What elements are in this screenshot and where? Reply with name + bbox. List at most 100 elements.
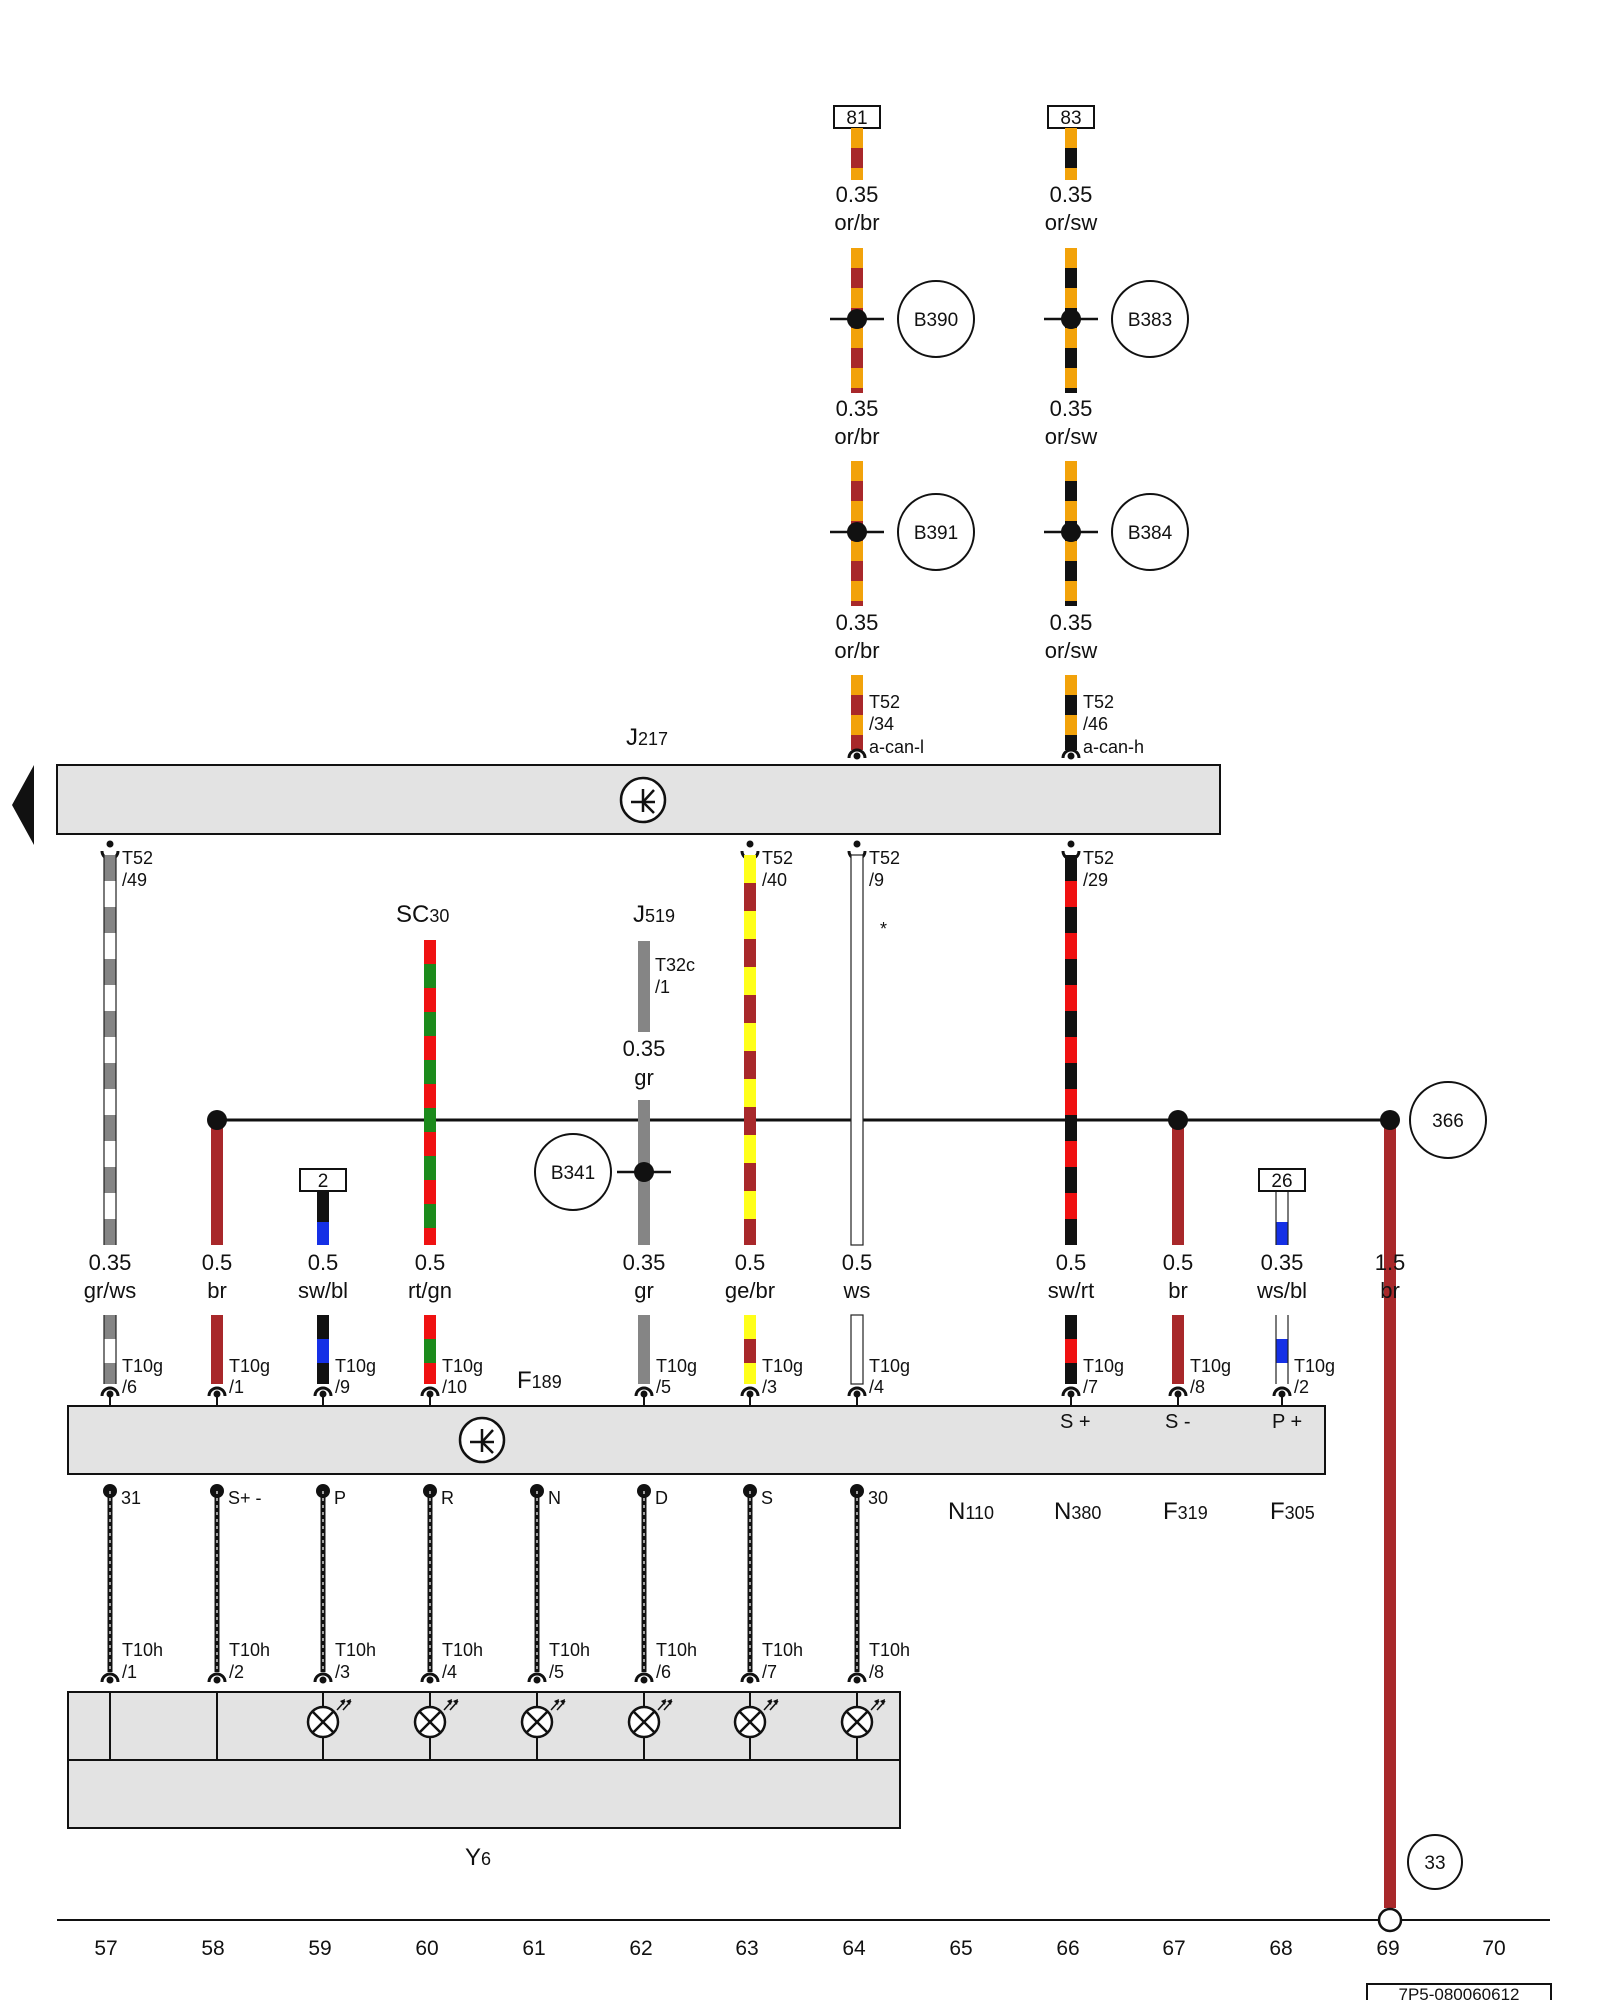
f189-out-4: N [548, 1488, 561, 1508]
f189-pin-conn-3: T10g [442, 1356, 483, 1376]
f189-pin-9: T10g/2 [1272, 1356, 1335, 1406]
y6-pin-conn-3: T10h [442, 1640, 483, 1660]
can-l-gauge-1: 0.35 [836, 182, 879, 207]
f189-pin-3: T10g/10 [420, 1356, 483, 1406]
y6-pin-no-5: /6 [656, 1662, 671, 1682]
led-lamp-icon [306, 1692, 352, 1760]
splice-b390-label: B390 [914, 310, 958, 331]
y6-pin-conn-1: T10h [229, 1640, 270, 1660]
f189-pin-conn-1: T10g [229, 1356, 270, 1376]
wire-color-1: br [207, 1278, 227, 1303]
y6-pin-no-0: /1 [122, 1662, 137, 1682]
splice-b384: B384 [1044, 493, 1189, 571]
led-lamp-icon [413, 1692, 459, 1760]
wire-rt-gn-60-upper [424, 940, 436, 1245]
wire-color-8: br [1168, 1278, 1188, 1303]
f189-out-3: R [441, 1488, 454, 1508]
j519-gauge: 0.35 [623, 1036, 666, 1061]
f189-pin-conn-6: T10g [869, 1356, 910, 1376]
electronic-module-icon [458, 1416, 506, 1464]
f189-pin-7: T10g/7 [1061, 1356, 1124, 1406]
ref-366-label: 366 [1432, 1111, 1464, 1132]
f189-out-5: D [655, 1488, 668, 1508]
y6-pin-conn-5: T10h [656, 1640, 697, 1660]
wire-lower-6 [850, 1314, 864, 1385]
y6-pin-conn-6: T10h [762, 1640, 803, 1660]
f189-pin-4: T10g/5 [634, 1356, 697, 1406]
coord-60: 60 [415, 1937, 438, 1960]
ref-box-2 [299, 1168, 347, 1192]
can-h-color-1: or/sw [1045, 210, 1098, 235]
sc30-label: SC30 [396, 901, 449, 928]
wire-lower-9 [1275, 1315, 1289, 1384]
y6-pin-no-2: /3 [335, 1662, 350, 1682]
wire-gauge-1: 0.5 [202, 1250, 233, 1275]
f189-pin-conn-7: T10g [1083, 1356, 1124, 1376]
j217-pin-29-no: /29 [1083, 870, 1108, 890]
splice-b383: B383 [1044, 280, 1189, 358]
coord-63: 63 [735, 1937, 758, 1960]
ref-33: 33 [1407, 1834, 1463, 1890]
f189-pin-no-9: /2 [1294, 1377, 1309, 1397]
f189-pin-no-8: /8 [1190, 1377, 1205, 1397]
wires-layer [103, 854, 1396, 1908]
seg-ch1-stripes [1065, 128, 1077, 180]
f189-label: F189 [517, 1367, 562, 1394]
wire-color-7: sw/rt [1048, 1278, 1094, 1303]
f319-label: F319 [1163, 1498, 1208, 1525]
wire-br-67-upper [1172, 1120, 1184, 1245]
f189-pin-conn-2: T10g [335, 1356, 376, 1376]
can-h-signal: a-can-h [1083, 737, 1144, 757]
wire-color-5: ge/br [725, 1278, 775, 1303]
f189-pin-no-5: /3 [762, 1377, 777, 1397]
f189-pin-no-3: /10 [442, 1377, 467, 1397]
splice-b390: B390 [830, 280, 975, 358]
j217-pin-29: T52 /29 [1061, 840, 1114, 890]
wire-can-h-seg-1 [1065, 128, 1077, 180]
can-l-gauge-3: 0.35 [836, 610, 879, 635]
coord-64: 64 [842, 1937, 866, 1960]
wire-color-2: sw/bl [298, 1278, 348, 1303]
f189-pin-conn-0: T10g [122, 1356, 163, 1376]
coord-67: 67 [1162, 1937, 1185, 1960]
can-h-conn: T52 [1083, 692, 1114, 712]
f189-pin-conn-8: T10g [1190, 1356, 1231, 1376]
y6-pin-no-6: /7 [762, 1662, 777, 1682]
f189-out-1: S+ - [228, 1488, 262, 1508]
f189-pin-0: T10g/6 [100, 1356, 163, 1406]
wire-ge-br-63-upper [744, 855, 756, 1245]
can-l-color-2: or/br [834, 424, 879, 449]
can-wires: 81 83 0.35 or/br 0.35 or/sw 0.35 or/br 0… [830, 105, 1189, 760]
seg-cl4-stripes [851, 675, 863, 750]
f189-pin-1: T10g/1 [207, 1356, 270, 1406]
ground-point-69 [1377, 1907, 1403, 1933]
wire-gauge-5: 0.5 [735, 1250, 766, 1275]
diagram-code-label: 7P5-080060612 [1398, 1985, 1519, 2000]
y6-wire-1: S+ -T10h/2 [207, 1484, 270, 1684]
wire-sw-bl-59-upper [317, 1192, 329, 1245]
coord-61: 61 [522, 1937, 545, 1960]
wire-br-58-upper [211, 1120, 223, 1245]
f189-pin-5: T10g/3 [740, 1356, 803, 1406]
splice-b391-label: B391 [914, 523, 958, 544]
wire-can-l-seg-4 [851, 675, 863, 750]
can-l-pinno: /34 [869, 714, 894, 734]
y6-pin-no-4: /5 [549, 1662, 564, 1682]
ref-box-26 [1258, 1168, 1306, 1192]
wire-gauge-4: 0.35 [623, 1250, 666, 1275]
wire-gauge-7: 0.5 [1056, 1250, 1087, 1275]
f189-pin-conn-4: T10g [656, 1356, 697, 1376]
wire-lower-1 [211, 1315, 223, 1384]
ref-26-label: 26 [1271, 1171, 1292, 1192]
electronic-module-icon [619, 776, 667, 824]
wire-ws-bl-68-upper [1275, 1192, 1289, 1245]
wire-lower-2 [317, 1315, 329, 1384]
can-l-gauge-2: 0.35 [836, 396, 879, 421]
f189-out-7: 30 [868, 1488, 888, 1508]
can-l-pin: T52 /34 a-can-l [847, 692, 924, 760]
wire-color-6: ws [843, 1278, 871, 1303]
splice-b341: B341 [534, 1133, 671, 1211]
